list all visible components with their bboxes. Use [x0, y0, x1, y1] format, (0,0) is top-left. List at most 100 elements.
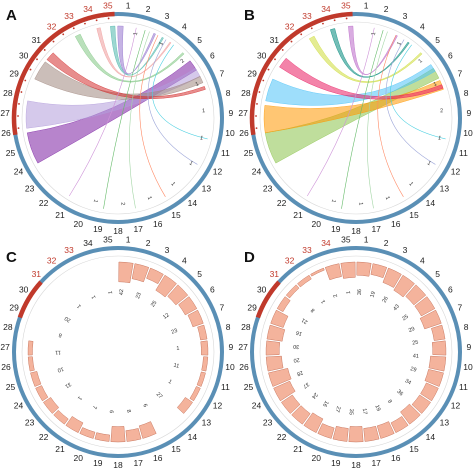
red-tick [256, 103, 258, 105]
thin-link [139, 35, 166, 197]
red-tick [255, 115, 257, 117]
inner-number: 1 [346, 290, 352, 294]
histogram-bar [196, 371, 206, 387]
inner-number: 1 [426, 160, 432, 167]
inner-number: 1 [158, 41, 165, 47]
segment-label: 22 [39, 432, 49, 442]
thin-link [341, 30, 384, 209]
segment-label: 14 [426, 198, 436, 208]
histogram-bar [265, 355, 284, 372]
segment-label: 1 [364, 0, 369, 10]
segment-label: 1 [126, 234, 131, 244]
segment-label: 13 [202, 417, 212, 427]
segment-label: 29 [9, 69, 19, 79]
segment-label: 33 [302, 245, 312, 255]
histogram-bar [138, 421, 157, 439]
inner-number: 20 [64, 315, 72, 323]
segment-label: 10 [225, 362, 235, 372]
panel-letter: D [244, 249, 255, 266]
segment-label: 21 [55, 444, 65, 454]
inner-number: 1 [76, 303, 83, 309]
inner-number: 1 [433, 81, 438, 88]
segment-label: 22 [277, 432, 287, 442]
inner-number: 8 [58, 331, 63, 338]
segment-label: 5 [197, 269, 202, 279]
chord-ribbon [96, 27, 172, 78]
segment-label: 16 [153, 219, 163, 229]
red-tick [290, 40, 293, 43]
red-tick [43, 49, 46, 51]
panel-letter: B [244, 7, 255, 24]
histogram-bar [268, 368, 292, 387]
segment-label: 31 [32, 35, 42, 45]
thin-link [390, 44, 446, 140]
inner-number: 11 [173, 363, 180, 370]
segment-label: 28 [3, 88, 13, 98]
inner-number: 27 [155, 392, 164, 401]
segment-label: 19 [331, 224, 341, 234]
histogram-bar [30, 371, 42, 387]
inner-number: 11 [55, 349, 61, 355]
segment-label: 23 [263, 183, 273, 193]
inner-number: 29 [409, 366, 417, 373]
inner-track [259, 255, 453, 449]
highlight-arc [17, 280, 43, 319]
segment-label: 25 [244, 148, 254, 158]
inner-number: 26 [382, 296, 390, 304]
segment-label: 18 [113, 460, 123, 470]
segment-label: 1 [126, 0, 131, 10]
red-tick [333, 19, 336, 22]
histogram-bar [340, 261, 356, 279]
red-tick [52, 40, 55, 43]
segment-label: 15 [409, 444, 419, 454]
segment-label: 13 [440, 183, 450, 193]
inner-number: 25 [150, 300, 158, 308]
red-tick [310, 27, 313, 30]
segment-label: 13 [440, 417, 450, 427]
red-tick [281, 49, 284, 51]
inner-number: 1 [384, 196, 391, 201]
red-tick [258, 91, 261, 93]
segment-label: 13 [202, 183, 212, 193]
chord-ribbon [308, 35, 423, 83]
segment-label: 31 [32, 269, 42, 279]
histogram-bar [393, 274, 415, 298]
histogram-bar [431, 340, 447, 356]
segment-label: 6 [210, 51, 215, 61]
segment-label: 29 [9, 303, 19, 313]
segment-label: 1 [364, 234, 369, 244]
inner-number: 1 [371, 32, 377, 36]
segment-label: 4 [182, 22, 187, 32]
segment-label: 6 [448, 285, 453, 295]
segment-label: 21 [293, 444, 303, 454]
segment-label: 18 [351, 226, 361, 236]
red-tick [62, 33, 65, 36]
segment-label: 16 [391, 219, 401, 229]
inner-number: 1 [167, 379, 173, 386]
segment-label: 12 [451, 167, 461, 177]
histogram-bar [118, 261, 134, 284]
inner-number: 1 [146, 196, 153, 201]
segment-label: 33 [64, 245, 74, 255]
histogram-bar [400, 403, 421, 425]
outer-ring [12, 246, 224, 458]
segment-label: 2 [146, 4, 151, 14]
inner-number: 1 [199, 135, 203, 142]
red-tick [267, 68, 270, 71]
thin-link [366, 31, 388, 209]
segment-label: 23 [263, 417, 273, 427]
segment-label: 7 [220, 69, 225, 79]
histogram-bar [79, 427, 96, 439]
histogram-bar [187, 309, 204, 328]
segment-label: 7 [220, 303, 225, 313]
chord-ribbon [265, 64, 436, 106]
thin-link [152, 44, 208, 140]
segment-label: 17 [371, 458, 381, 468]
inner-number: 8 [310, 307, 316, 313]
segment-label: 12 [213, 167, 223, 177]
histogram-bar [419, 309, 442, 330]
inner-number: 1 [202, 108, 206, 114]
segment-label: 4 [420, 22, 425, 32]
inner-number: 31 [64, 381, 72, 389]
inner-number: 42 [119, 289, 125, 295]
